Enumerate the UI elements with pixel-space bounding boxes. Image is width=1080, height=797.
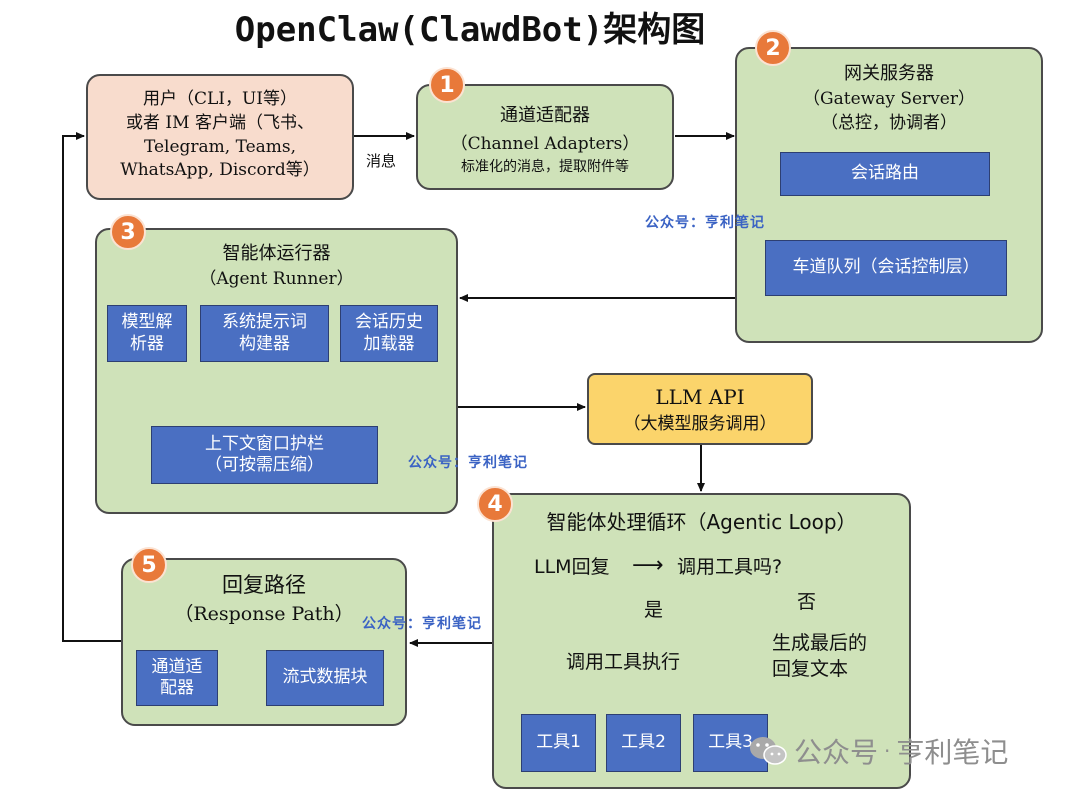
model-parser-box: 模型解 析器 [107, 305, 187, 362]
execute-tool-label: 调用工具执行 [566, 651, 681, 673]
step-badge-2: 2 [755, 30, 791, 66]
channel-adapters-desc: 标准化的消息，提取附件等 [461, 159, 629, 175]
channel-adapters-title: 通道适配器 [500, 105, 590, 126]
diagram-title: OpenClaw(ClawdBot)架构图 [234, 10, 706, 50]
step-badge-5: 5 [131, 547, 167, 583]
right-arrow-icon: ⟶ [632, 553, 664, 578]
session-history-loader-box: 会话历史 加载器 [340, 305, 438, 362]
response-channel-adapter-box: 通道适 配器 [136, 650, 218, 706]
call-tool-question: 调用工具吗? [677, 556, 783, 578]
final-reply-label: 生成最后的 回复文本 [772, 632, 868, 680]
no-label: 否 [797, 591, 817, 613]
channel-adapters-subtitle: （Channel Adapters） [450, 134, 640, 154]
gateway-subtitle: （Gateway Server） [803, 89, 975, 109]
llm-reply-label: LLM回复 [534, 556, 610, 578]
step-badge-1: 1 [429, 67, 465, 103]
footer-watermark: 公众号 · 亨利笔记 [748, 731, 1008, 771]
user-client-text: 用户（CLI，UI等） 或者 IM 客户端（飞书、 Telegram, Team… [120, 89, 320, 181]
watermark-text: 公众号：亨利笔记 [362, 616, 482, 632]
step-badge-3: 3 [110, 214, 146, 250]
tool-2-box: 工具2 [606, 714, 681, 772]
response-path-title: 回复路径 [222, 573, 306, 597]
stream-chunks-box: 流式数据块 [266, 650, 384, 706]
agent-runner-subtitle: （Agent Runner） [199, 269, 354, 289]
context-window-guard-box: 上下文窗口护栏 （可按需压缩） [151, 426, 378, 484]
gateway-title: 网关服务器 [844, 63, 934, 84]
system-prompt-builder-box: 系统提示词 构建器 [200, 305, 329, 362]
tool-1-box: 工具1 [521, 714, 596, 772]
watermark-text: 公众号：亨利笔记 [408, 455, 528, 471]
watermark-text: 公众号：亨利笔记 [645, 215, 765, 231]
agentic-loop-title: 智能体处理循环（Agentic Loop） [546, 510, 857, 534]
step-badge-4: 4 [477, 486, 513, 522]
user-client-box: 用户（CLI，UI等） 或者 IM 客户端（飞书、 Telegram, Team… [86, 74, 354, 200]
footer-watermark-prefix: 公众号 [794, 736, 879, 769]
llm-api-panel: LLM API （大模型服务调用） [587, 373, 813, 445]
wechat-icon [750, 737, 787, 765]
footer-watermark-name: 亨利笔记 [896, 736, 1009, 769]
session-routing-box: 会话路由 [780, 152, 990, 196]
lane-queue-box: 车道队列（会话控制层） [765, 240, 1007, 296]
response-path-subtitle: （Response Path） [174, 603, 354, 625]
yes-label: 是 [644, 599, 664, 621]
channel-adapters-panel: 通道适配器 （Channel Adapters） 标准化的消息，提取附件等 [416, 84, 674, 190]
llm-api-title: LLM API [655, 385, 745, 409]
gateway-desc: （总控，协调者） [821, 113, 957, 133]
llm-api-subtitle: （大模型服务调用） [623, 414, 777, 434]
footer-watermark-dot: · [884, 739, 891, 763]
agent-runner-title: 智能体运行器 [222, 243, 331, 264]
message-label: 消息 [366, 152, 397, 170]
